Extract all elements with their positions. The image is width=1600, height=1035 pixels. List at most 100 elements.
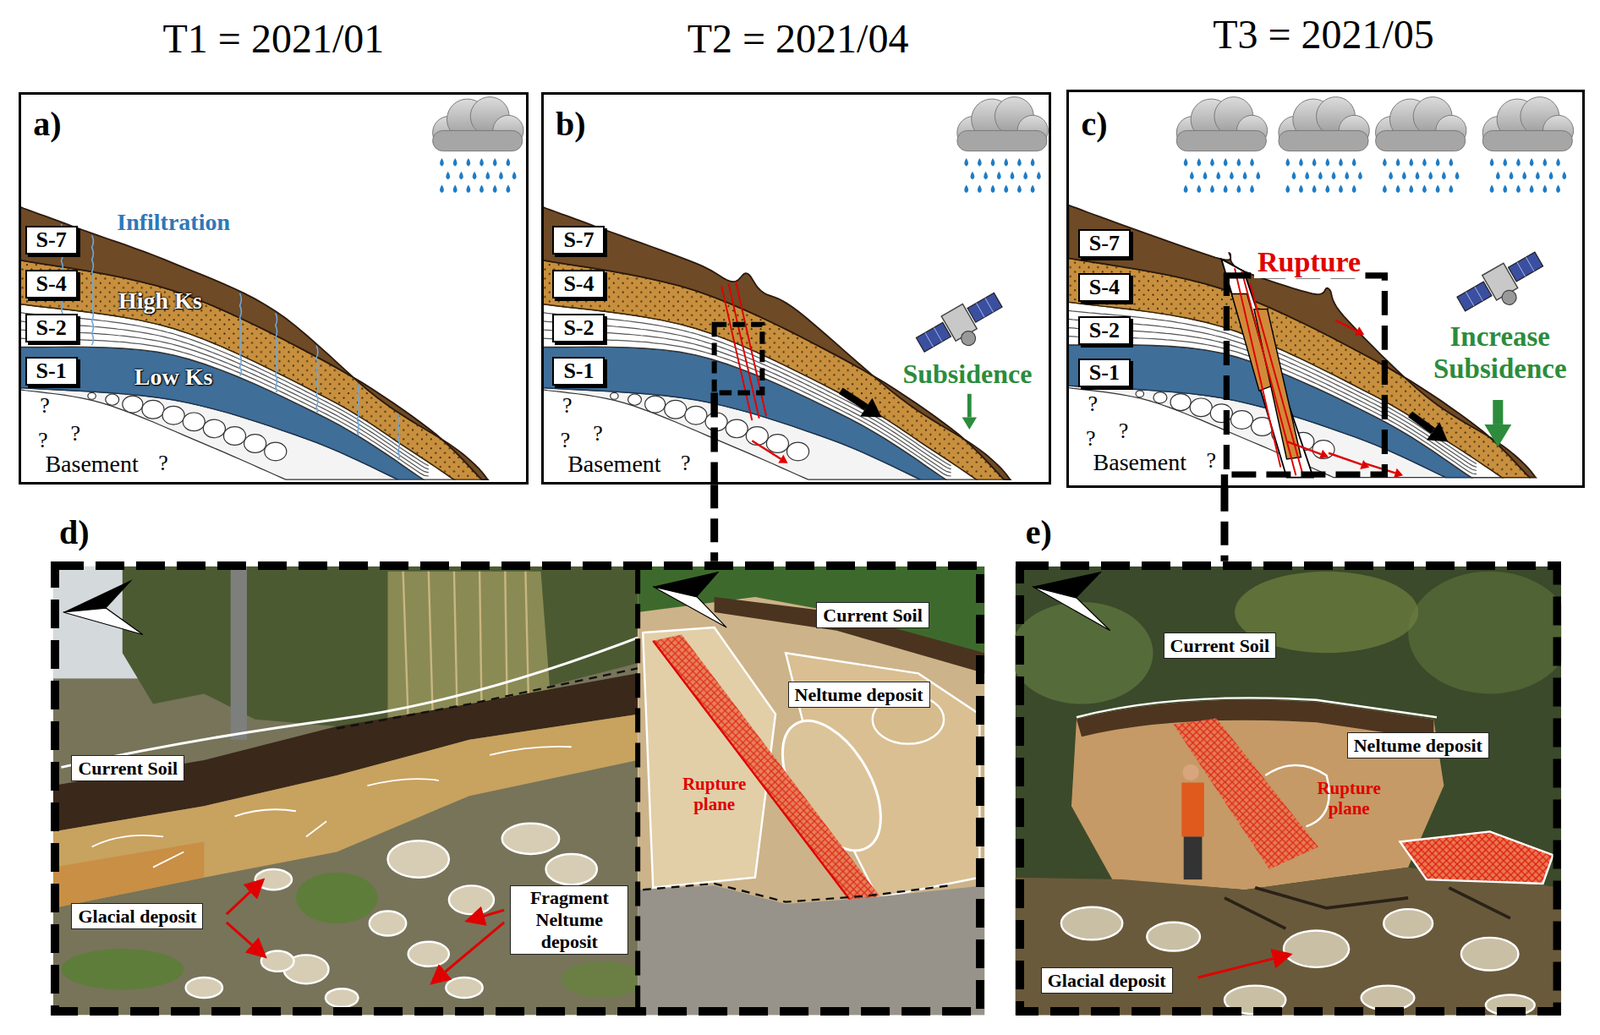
rain-drop <box>1435 158 1441 167</box>
rain-drop <box>1549 171 1554 181</box>
label-holder: T1 = 2021/01 <box>163 15 385 63</box>
rain-drop <box>1236 158 1241 167</box>
label-text: Current Soil <box>822 603 923 627</box>
rain-drop <box>1183 184 1189 193</box>
label-text: S-1 <box>31 358 72 384</box>
rain-drop <box>1535 171 1540 181</box>
rain-drop <box>970 171 976 181</box>
panel-letter: b) <box>555 104 587 144</box>
annotation: High Ks <box>118 287 203 315</box>
rain-drop <box>1509 171 1514 181</box>
infiltration-line <box>356 383 359 436</box>
label-holder: Basement <box>44 450 138 478</box>
rain-drop <box>997 171 1002 181</box>
label-holder: ? <box>158 451 169 476</box>
rain-drop <box>1010 171 1015 181</box>
panel-grid <box>1465 257 1535 307</box>
annotation: Basement <box>44 450 138 478</box>
rain-drop <box>1210 158 1215 167</box>
art-ellipse <box>502 823 560 855</box>
rain-drop <box>1183 158 1189 167</box>
label-holder: ? <box>1088 392 1099 417</box>
art-rect <box>53 566 638 1016</box>
art-path <box>63 608 143 635</box>
infiltration-line <box>275 312 278 392</box>
rain-drop <box>1556 184 1561 193</box>
art-circle <box>1182 764 1199 781</box>
rain-drop <box>1292 171 1297 181</box>
unknown-mark: ? <box>562 394 573 418</box>
rain-drop <box>1435 184 1441 193</box>
unknown-mark: ? <box>71 421 82 446</box>
boulder <box>244 434 267 454</box>
rain-drop <box>445 171 450 181</box>
rain-drop <box>1023 171 1028 181</box>
stratum-tag: S-1 <box>1078 358 1131 388</box>
rain-cloud <box>1176 97 1267 193</box>
art-ellipse <box>561 961 638 998</box>
rain-drop <box>1396 158 1401 167</box>
label-holder: ? <box>38 428 49 453</box>
s4-layer <box>20 260 482 480</box>
rain-drop <box>1285 158 1290 167</box>
dashed-connector <box>710 484 718 562</box>
panel-letter: c) <box>1080 104 1107 144</box>
rain-drop <box>983 171 988 181</box>
stratum-tag: S-4 <box>25 269 78 299</box>
rain-drop <box>1312 184 1317 193</box>
annotation: T3 = 2021/05 <box>1212 10 1435 59</box>
dashed-frame <box>1015 561 1562 1016</box>
stratum-tag: S-7 <box>552 225 605 255</box>
rain-drop <box>1223 184 1228 193</box>
slip-arrow <box>1393 468 1403 478</box>
label-holder: ? <box>592 421 603 446</box>
rain-drop <box>1556 158 1561 167</box>
rain-drop <box>1325 158 1330 167</box>
boulder <box>264 442 287 461</box>
art-path <box>1015 867 1562 1016</box>
inset-box <box>1226 275 1385 475</box>
rain-drop <box>1298 158 1304 167</box>
label-text: S-4 <box>558 271 599 297</box>
art-ellipse <box>295 872 379 924</box>
boulder <box>645 395 666 413</box>
annotation: Rupture <box>1254 246 1365 279</box>
photo-label: Glacial deposit <box>1041 967 1173 994</box>
rain-drop <box>1249 184 1255 193</box>
rain-drop <box>1448 184 1453 193</box>
rain-drop <box>1408 184 1414 193</box>
rain-drop <box>1236 184 1241 193</box>
crack <box>735 281 767 417</box>
rain-drop <box>512 171 517 181</box>
crack <box>1241 271 1296 476</box>
boulder <box>766 434 789 454</box>
rain-drop <box>1542 184 1547 193</box>
unknown-mark: ? <box>560 428 571 453</box>
art-ellipse <box>1146 922 1200 952</box>
rain-drop <box>1352 184 1357 193</box>
panel-frame: c)S-7S-4S-2S-1 <box>1066 89 1585 488</box>
rain-drop <box>1415 171 1420 181</box>
art-rect <box>230 566 247 740</box>
rain-drop <box>1003 158 1009 167</box>
label-holder: T2 = 2021/04 <box>687 15 910 63</box>
rain-drop <box>1358 171 1363 181</box>
annotation: Rupture plane <box>1306 778 1392 819</box>
art-ellipse <box>1283 930 1349 967</box>
s7-layer <box>20 207 488 480</box>
subsidence-arrow <box>1492 400 1503 425</box>
rain-drop <box>964 184 969 193</box>
art-path <box>1198 954 1288 978</box>
rain-drop <box>465 158 471 167</box>
art-rect <box>637 566 985 1016</box>
rain-drop <box>964 158 969 167</box>
boulder <box>1230 410 1253 430</box>
label-text: S-4 <box>31 271 72 297</box>
rain-drop <box>1030 158 1036 167</box>
panel-grid <box>925 297 994 347</box>
boulder <box>122 395 143 413</box>
photo-divider <box>635 569 641 1013</box>
label-holder: Basement <box>1093 449 1187 477</box>
crack <box>728 283 760 418</box>
art-ellipse <box>325 988 359 1008</box>
